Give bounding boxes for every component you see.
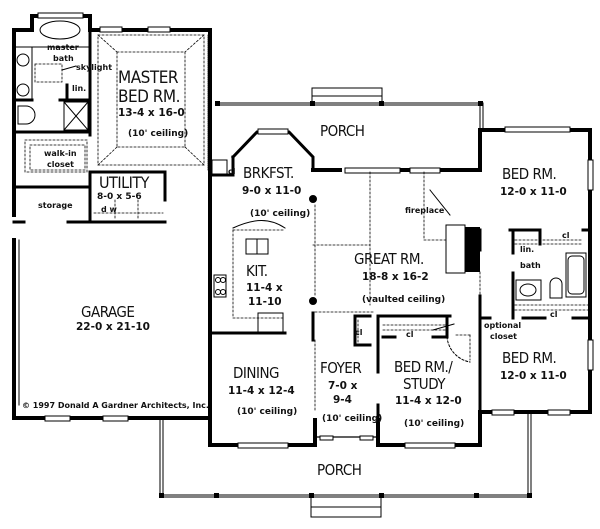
room-bed-rm-1-name: BED RM. xyxy=(502,165,557,183)
room-utility-name: UTILITY xyxy=(99,173,149,192)
note-closet-2: cl xyxy=(550,310,558,319)
room-porch-front-name: PORCH xyxy=(317,461,362,479)
room-bed-study-dims: 11-4 x 12-0 xyxy=(395,395,462,407)
room-great-rm-name: GREAT RM. xyxy=(354,250,424,268)
note-master-bath2: bath xyxy=(53,54,74,63)
room-great-rm-ceiling: (vaulted ceiling) xyxy=(362,295,446,305)
room-dining-ceiling: (10' ceiling) xyxy=(237,407,298,417)
copyright: © 1997 Donald A Gardner Architects, Inc. xyxy=(22,401,209,410)
note-bath: bath xyxy=(520,261,541,270)
note-foyer-closet: cl xyxy=(355,328,363,337)
room-garage-name: GARAGE xyxy=(81,303,135,321)
room-dining-name: DINING xyxy=(233,364,280,382)
room-bed-rm-2-dims: 12-0 x 11-0 xyxy=(500,370,567,382)
note-optional-closet2: closet xyxy=(490,332,517,341)
room-master-bed-dims: 13-4 x 16-0 xyxy=(118,107,185,119)
room-utility-dims: 8-0 x 5-6 xyxy=(97,192,142,202)
note-brkfst-closet: cl xyxy=(228,167,236,176)
room-foyer-name: FOYER xyxy=(320,359,362,377)
room-brkfst-name: BRKFST. xyxy=(243,164,294,182)
room-bed-study-ceiling: (10' ceiling) xyxy=(404,419,465,429)
room-master-bed-name2: BED RM. xyxy=(118,87,180,107)
note-closet-1: cl xyxy=(562,231,570,240)
room-garage-dims: 22-0 x 21-10 xyxy=(76,321,150,333)
room-brkfst-ceiling: (10' ceiling) xyxy=(250,209,311,219)
note-master-bath: master xyxy=(47,43,79,52)
room-master-bed-ceiling: (10' ceiling) xyxy=(128,129,189,139)
note-walk-in2: closet xyxy=(47,160,74,169)
room-bed-rm-1-dims: 12-0 x 11-0 xyxy=(500,186,567,198)
room-kit-dims: 11-4 x xyxy=(246,282,283,294)
room-bed-rm-2-name: BED RM. xyxy=(502,349,557,367)
room-foyer-dims: 7-0 x xyxy=(328,380,358,392)
note-linen: lin. xyxy=(72,84,87,93)
room-bed-study-name: BED RM./ xyxy=(394,358,453,376)
room-great-rm-dims: 18-8 x 16-2 xyxy=(362,271,429,283)
note-walk-in: walk-in xyxy=(44,149,77,158)
note-storage: storage xyxy=(38,201,73,210)
room-porch-rear-name: PORCH xyxy=(320,122,365,140)
note-linen-2: lin. xyxy=(520,245,535,254)
note-optional-closet: optional xyxy=(484,321,522,330)
room-kit-dims2: 11-10 xyxy=(248,296,282,308)
room-master-bed-name: MASTER xyxy=(118,68,179,88)
room-foyer-ceiling: (10' ceiling) xyxy=(322,414,383,424)
room-dining-dims: 11-4 x 12-4 xyxy=(228,385,295,397)
room-bed-study-name2: STUDY xyxy=(403,375,446,393)
room-foyer-dims2: 9-4 xyxy=(333,394,352,406)
note-fireplace: fireplace xyxy=(405,206,445,215)
room-kit-name: KIT. xyxy=(246,262,268,280)
room-utility-appliances: d w xyxy=(101,205,117,214)
room-brkfst-dims: 9-0 x 11-0 xyxy=(242,185,302,197)
note-skylight: skylight xyxy=(76,63,113,72)
note-study-closet: cl xyxy=(406,330,414,339)
